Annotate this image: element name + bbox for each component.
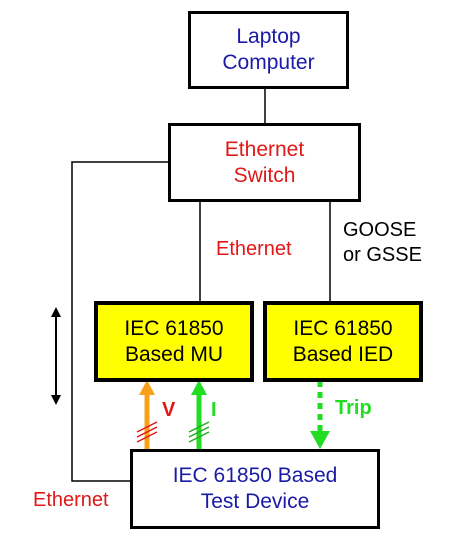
- mu-line1: IEC 61850: [124, 316, 224, 340]
- ethernet-center-label: Ethernet: [216, 238, 292, 260]
- laptop-computer-node: Laptop Computer: [188, 11, 349, 89]
- current-label: I: [211, 399, 217, 421]
- trip-arrow: [310, 381, 330, 449]
- ied-line2: Based IED: [292, 342, 394, 366]
- switch-line1: Ethernet: [224, 137, 305, 161]
- test-device-line1: IEC 61850 Based: [172, 464, 338, 488]
- trip-label: Trip: [335, 397, 372, 419]
- voltage-label: V: [162, 399, 176, 421]
- current-arrow: [188, 380, 210, 452]
- goose-line1: GOOSE: [343, 219, 417, 241]
- ied-line1: IEC 61850: [293, 316, 393, 340]
- laptop-line2: Computer: [222, 51, 315, 74]
- ethernet-left-label: Ethernet: [33, 489, 109, 511]
- switch-line2: Switch: [233, 163, 296, 187]
- test-device-line2: Test Device: [200, 490, 310, 513]
- switch-test-device-link: [71, 161, 168, 482]
- goose-line2: or GSSE: [343, 244, 422, 266]
- ethernet-switch-node: Ethernet Switch: [168, 123, 361, 202]
- voltage-arrow: [136, 380, 158, 452]
- ied-node: IEC 61850 Based IED: [263, 301, 423, 382]
- laptop-line1: Laptop: [236, 25, 301, 49]
- test-device-node: IEC 61850 Based Test Device: [130, 449, 380, 529]
- mu-line2: Based MU: [124, 342, 224, 366]
- merging-unit-node: IEC 61850 Based MU: [94, 301, 254, 382]
- goose-label: GOOSE or GSSE: [343, 218, 422, 268]
